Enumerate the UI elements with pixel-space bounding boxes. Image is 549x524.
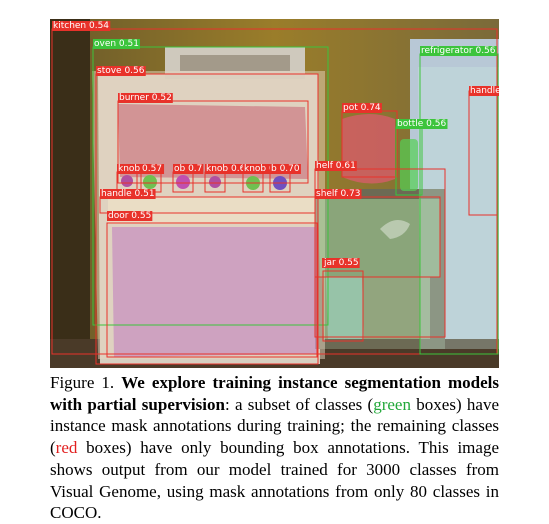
- box-burner: [117, 100, 309, 184]
- label-bg-knob4: [205, 164, 247, 174]
- caption-red-word: red: [55, 438, 78, 458]
- label-knob2: 0.57: [142, 164, 162, 174]
- box-oven: [92, 46, 329, 326]
- label-knob5: knob 0.71: [244, 164, 289, 174]
- label-bg-refrigerator: [420, 46, 497, 56]
- label-bg-knob5: [243, 164, 291, 174]
- label-knob1: knob 0.83: [118, 164, 163, 174]
- caption-part3: boxes) have only bounding box annotation…: [50, 438, 499, 523]
- segmentation-masks: [92, 67, 499, 359]
- label-bg-pot: [342, 103, 382, 113]
- label-knob4: knob 0.6: [206, 164, 246, 174]
- caption-bold: We explore training instance segmentatio…: [50, 373, 500, 414]
- label-jar: jar 0.55: [323, 258, 359, 268]
- label-handle-right: handle: [470, 86, 499, 96]
- label-refrigerator: refrigerator 0.56: [421, 46, 496, 56]
- label-bg-door: [107, 211, 153, 221]
- label-bg-handle-right: [469, 86, 499, 96]
- label-bg-knob6: [270, 164, 301, 174]
- label-bg-knob2: [141, 164, 164, 174]
- caption-prefix: Figure 1.: [50, 373, 115, 392]
- label-stove: stove 0.56: [97, 66, 145, 76]
- label-bg-jar: [322, 258, 360, 268]
- label-knob3: ob 0.7: [174, 164, 202, 174]
- label-oven: oven 0.51: [94, 39, 139, 49]
- figure-image: kitchen 0.54 oven 0.51 stove 0.56 refrigera…: [50, 19, 499, 368]
- label-bg-burner: [118, 93, 173, 103]
- label-pot: pot 0.74: [343, 103, 381, 113]
- box-stove: [95, 73, 319, 365]
- label-kitchen: kitchen 0.54: [53, 21, 109, 31]
- label-bg-shelf1: [315, 161, 357, 171]
- label-bg-knob1: [117, 164, 165, 174]
- label-shelf1: helf 0.61: [316, 161, 356, 171]
- label-bg-oven: [93, 39, 140, 49]
- caption-green-word: green: [373, 394, 411, 414]
- label-bg-handle: [100, 189, 156, 199]
- label-bg-stove: [96, 66, 146, 76]
- label-bg-knob3: [173, 164, 204, 174]
- label-shelf2: shelf 0.73: [316, 189, 361, 199]
- label-burner: burner 0.52: [119, 93, 172, 103]
- caption-part2: boxes) have instance mask annotations du…: [50, 394, 499, 458]
- label-bg-bottle: [396, 119, 448, 129]
- label-bg-kitchen: [52, 21, 111, 31]
- figure-caption: Figure 1. We explore training instance s…: [50, 372, 499, 524]
- label-door: door 0.55: [108, 211, 151, 221]
- label-bottle: bottle 0.56: [397, 119, 446, 129]
- box-shelf2: [314, 196, 441, 278]
- box-jar: [322, 270, 364, 342]
- caption-part1: : a subset of classes (: [224, 394, 374, 414]
- label-knob6: b 0.70: [271, 164, 300, 174]
- box-door: [106, 222, 318, 358]
- label-bg-shelf2: [315, 189, 362, 199]
- label-handle: handle 0.51: [101, 189, 155, 199]
